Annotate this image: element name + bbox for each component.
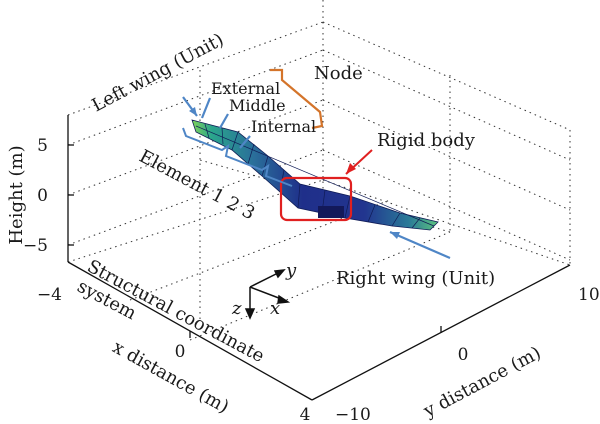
left-wing-arrowhead (189, 107, 197, 116)
external-pointer (200, 97, 212, 119)
coord-z-label: z (231, 298, 242, 319)
x-tick-0: 0 (175, 342, 186, 362)
y-distance-axis-label: y distance (m) (419, 342, 544, 422)
middle-pointer (219, 113, 229, 129)
x-tick-neg4: −4 (37, 285, 62, 305)
node-label: Node (314, 63, 363, 84)
right-wing-arrow (389, 230, 451, 260)
fuselage-block (318, 206, 344, 218)
wing-surface (191, 119, 439, 231)
rigid-body-arrowhead (346, 163, 356, 174)
element-label: Element 1 2 3 (136, 146, 259, 224)
element-bracket (182, 127, 293, 187)
external-label: External (211, 79, 280, 98)
height-tick-0: 0 (37, 186, 48, 206)
left-wing-label: Left wing (Unit) (88, 29, 227, 116)
right-wing-arrowhead (390, 232, 400, 239)
coord-x-label: x (270, 298, 280, 319)
middle-label: Middle (229, 96, 286, 115)
rigid-body-box (279, 176, 353, 222)
y-tick-0: 0 (458, 345, 469, 365)
coord-y-label: y (285, 260, 297, 281)
height-axis-label: Height (m) (6, 145, 27, 244)
y-tick-10: 10 (578, 285, 600, 305)
internal-pointer (239, 135, 251, 149)
height-tick-5: 5 (37, 136, 48, 156)
right-wing-label: Right wing (Unit) (336, 268, 495, 289)
node-bracket (270, 68, 324, 130)
coordinate-triad (244, 269, 291, 320)
x-distance-axis-label: x distance (m) (109, 337, 232, 418)
internal-label: Internal (251, 117, 316, 136)
height-tick-neg5: −5 (23, 236, 48, 256)
x-tick-4: 4 (300, 405, 311, 424)
axes-frame (67, 115, 571, 401)
rigid-body-label: Rigid body (377, 130, 476, 151)
y-tick-neg10: −10 (335, 405, 371, 424)
